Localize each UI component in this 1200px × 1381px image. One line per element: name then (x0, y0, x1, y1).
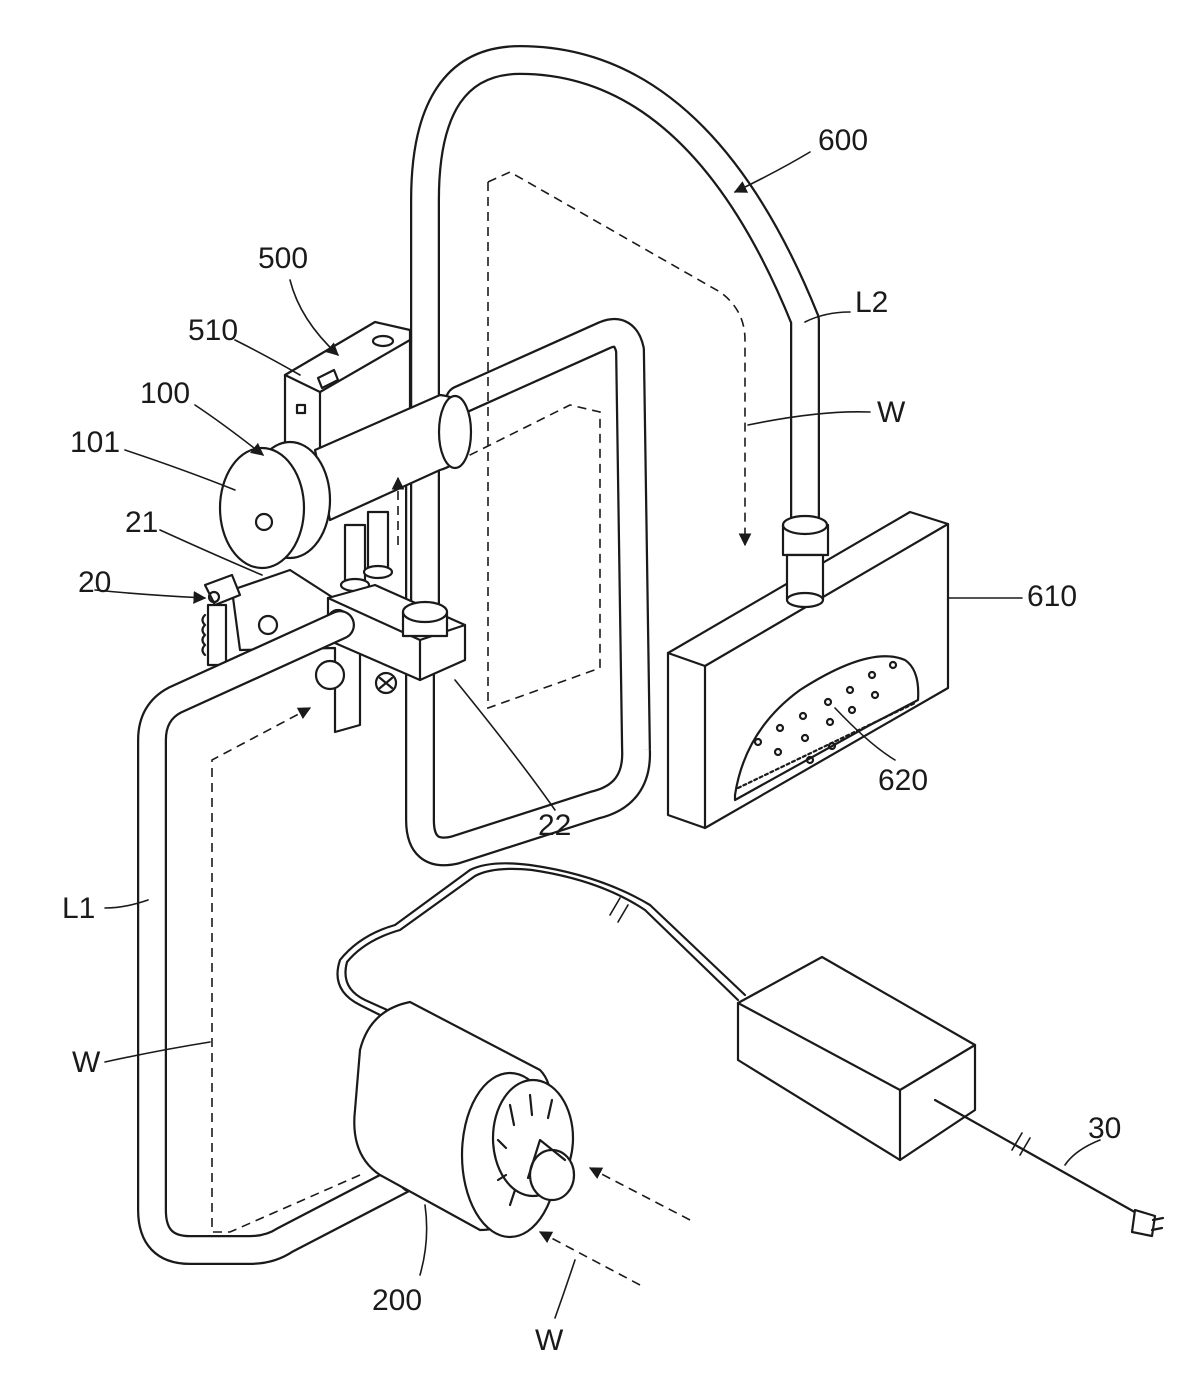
inlet-flow-arrow-1 (590, 1168, 690, 1220)
label-w-top: W (877, 396, 906, 429)
label-20: 20 (78, 566, 111, 599)
power-adapter (738, 957, 975, 1160)
plug-cable-30 (935, 1100, 1163, 1236)
motor-supports (341, 512, 392, 591)
power-cord (338, 863, 746, 1025)
shower-fitting (783, 516, 828, 607)
label-101: 101 (70, 426, 120, 459)
label-510: 510 (188, 314, 238, 347)
flow-path-frame (440, 172, 745, 708)
reference-labels: 600 500 510 100 101 21 20 L2 W 610 620 2… (62, 124, 1121, 1357)
l2-fitting-top (403, 602, 447, 636)
label-200: 200 (372, 1284, 422, 1317)
label-610: 610 (1027, 580, 1077, 613)
inlet-flow-arrow-2 (540, 1232, 640, 1285)
label-21: 21 (125, 506, 158, 539)
label-22: 22 (538, 809, 571, 842)
label-w-left: W (72, 1046, 101, 1079)
label-100: 100 (140, 377, 190, 410)
label-600: 600 (818, 124, 868, 157)
label-l1: L1 (62, 892, 95, 925)
label-30: 30 (1088, 1112, 1121, 1145)
label-620: 620 (878, 764, 928, 797)
label-500: 500 (258, 242, 308, 275)
clamp-20 (203, 575, 241, 665)
label-l2: L2 (855, 286, 888, 319)
label-w-bottom: W (535, 1324, 564, 1357)
